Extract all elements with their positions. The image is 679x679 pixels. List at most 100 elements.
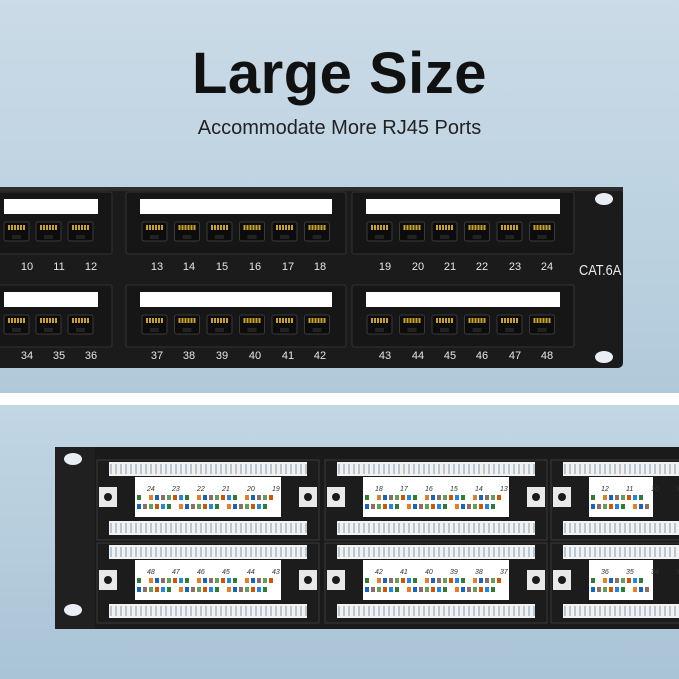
idc-tooth — [513, 523, 515, 533]
wire-mark — [419, 578, 423, 583]
idc-tooth — [639, 606, 641, 616]
wire-mark — [407, 504, 411, 509]
wire-mark — [263, 495, 267, 500]
idc-tooth — [664, 606, 666, 616]
idc-tooth — [265, 464, 267, 474]
idc-tooth — [523, 464, 525, 474]
idc-tooth — [423, 523, 425, 533]
idc-tooth — [155, 606, 157, 616]
idc-tooth — [235, 606, 237, 616]
port-pin — [152, 318, 154, 323]
idc-tooth — [533, 606, 535, 616]
idc-tooth — [493, 523, 495, 533]
idc-tooth — [145, 464, 147, 474]
port-pin — [158, 318, 160, 323]
port-number: 15 — [215, 261, 229, 273]
port-pin — [371, 318, 373, 323]
wire-mark — [191, 587, 195, 592]
wire-mark — [149, 504, 153, 509]
idc-tooth — [185, 547, 187, 557]
idc-tooth — [210, 547, 212, 557]
port-pin — [314, 225, 317, 230]
rj45-port — [206, 221, 233, 242]
idc-tooth — [215, 606, 217, 616]
card-number: 46 — [197, 569, 205, 576]
port-pin — [308, 225, 311, 230]
idc-tooth — [574, 547, 576, 557]
idc-tooth — [408, 547, 410, 557]
wire-mark — [431, 587, 435, 592]
idc-tooth — [433, 606, 435, 616]
wire-mark — [167, 495, 171, 500]
rj45-port — [366, 221, 393, 242]
idc-tooth — [368, 547, 370, 557]
wire-mark — [377, 578, 381, 583]
idc-tooth — [478, 606, 480, 616]
idc-tooth — [639, 464, 641, 474]
idc-tooth — [523, 606, 525, 616]
idc-tooth — [338, 547, 340, 557]
port-number: 44 — [411, 350, 425, 362]
wire-mark — [269, 495, 273, 500]
port-number: 47 — [508, 350, 522, 362]
port-pin — [246, 225, 249, 230]
port-pin — [323, 318, 326, 323]
idc-tooth — [348, 523, 350, 533]
port-pin — [418, 318, 421, 323]
port-pin — [409, 318, 412, 323]
port-latch — [247, 235, 257, 239]
port-number: 22 — [475, 261, 489, 273]
wire-mark — [161, 587, 165, 592]
port-pin — [279, 318, 281, 323]
wire-mark — [155, 587, 159, 592]
idc-tooth — [624, 464, 626, 474]
wire-mark — [461, 495, 465, 500]
idc-tooth — [260, 464, 262, 474]
wire-mark — [621, 495, 625, 500]
idc-tooth — [270, 547, 272, 557]
rj45-port — [3, 221, 30, 242]
idc-tooth — [614, 523, 616, 533]
wire-mark — [627, 504, 631, 509]
wire-mark — [239, 587, 243, 592]
port-pin — [448, 318, 450, 323]
idc-tooth — [644, 547, 646, 557]
idc-tooth — [225, 547, 227, 557]
port-latch — [407, 235, 417, 239]
wire-mark — [371, 578, 375, 583]
port-number: 46 — [475, 350, 489, 362]
idc-tooth — [130, 523, 132, 533]
idc-tooth — [518, 547, 520, 557]
wire-mark — [221, 504, 225, 509]
idc-tooth — [383, 523, 385, 533]
card-number: 37 — [500, 569, 509, 576]
idc-tooth — [609, 547, 611, 557]
idc-tooth — [488, 464, 490, 474]
port-pin — [501, 318, 503, 323]
port-pin — [320, 225, 323, 230]
idc-tooth — [594, 606, 596, 616]
wire-mark — [639, 495, 643, 500]
wire-mark — [633, 587, 637, 592]
idc-tooth — [493, 547, 495, 557]
port-pin — [533, 225, 536, 230]
port-pin — [317, 318, 320, 323]
wire-mark — [197, 587, 201, 592]
wire-mark — [221, 578, 225, 583]
wire-mark — [425, 495, 429, 500]
card-number: 18 — [375, 486, 383, 493]
wire-mark — [149, 578, 153, 583]
port-pin — [542, 225, 545, 230]
wire-mark — [239, 578, 243, 583]
idc-tooth — [513, 464, 515, 474]
wire-mark — [591, 495, 595, 500]
wire-mark — [609, 495, 613, 500]
idc-tooth — [165, 606, 167, 616]
port-pin — [545, 318, 548, 323]
wire-mark — [263, 587, 267, 592]
idc-tooth — [235, 547, 237, 557]
port-pin — [317, 225, 320, 230]
idc-tooth — [634, 464, 636, 474]
port-pin — [536, 225, 539, 230]
idc-tooth — [413, 547, 415, 557]
